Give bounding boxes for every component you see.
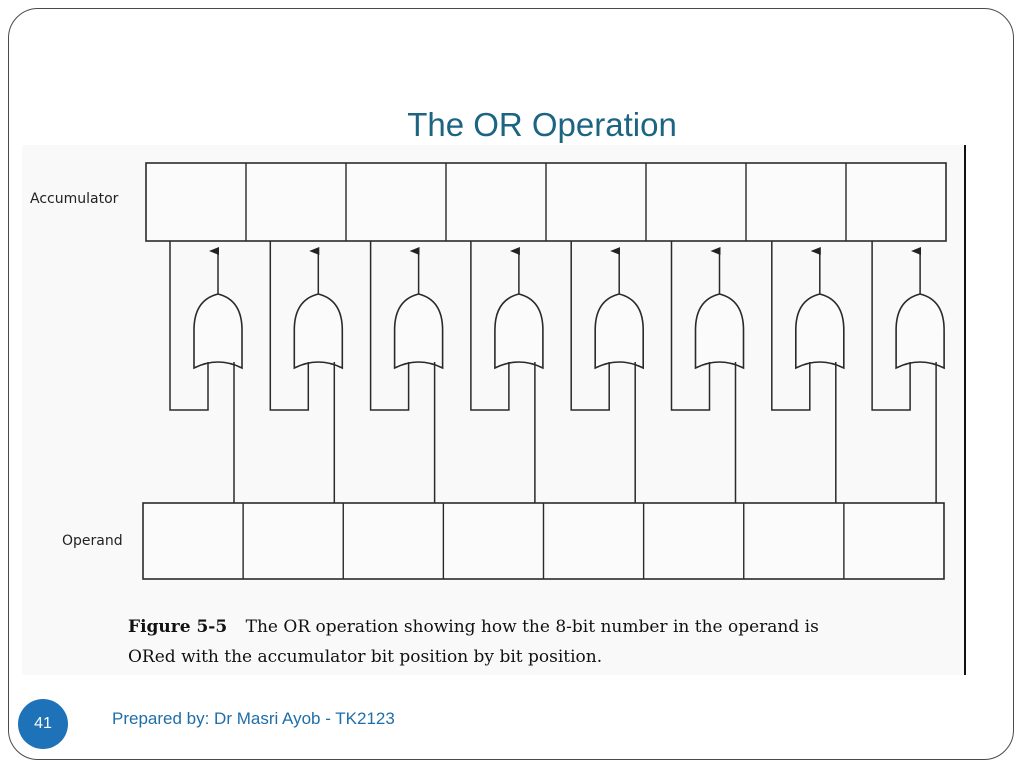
- or-gate-body: [193, 293, 243, 370]
- caption-line1-text: The OR operation showing how the 8-bit n…: [246, 617, 819, 637]
- page-number-badge: 41: [18, 699, 68, 749]
- accumulator-feedback-wire: [369, 241, 410, 411]
- accumulator-feedback-wire: [570, 241, 610, 411]
- operand-label: Operand: [62, 533, 123, 549]
- or-gate-body: [594, 293, 644, 370]
- figure-caption-line2: ORed with the accumulator bit position b…: [128, 647, 602, 667]
- or-gate-body: [795, 293, 845, 370]
- or-gates-row: [169, 241, 945, 503]
- accumulator-register: [145, 162, 947, 242]
- slide-frame: [8, 8, 1014, 760]
- accumulator-feedback-wire: [670, 241, 711, 411]
- or-gate-bit-7: [169, 241, 243, 503]
- or-gate-body: [494, 293, 544, 370]
- or-gate-bit-3: [570, 241, 644, 503]
- footer-credit: Prepared by: Dr Masri Ayob - TK2123: [112, 709, 395, 728]
- or-gate-body: [293, 293, 344, 370]
- or-gate-bit-5: [369, 241, 444, 503]
- accumulator-label: Accumulator: [30, 191, 119, 207]
- or-gate-bit-2: [670, 241, 745, 503]
- accumulator-feedback-wire: [871, 241, 911, 411]
- operand-register: [142, 502, 945, 580]
- or-gate-bit-1: [771, 241, 845, 503]
- or-gate-body: [393, 293, 444, 370]
- accumulator-feedback-wire: [269, 241, 310, 411]
- figure-label: Figure 5-5: [128, 617, 227, 637]
- figure-caption-line1: Figure 5-5 The OR operation showing how …: [128, 617, 819, 637]
- figure-right-rule: [964, 145, 966, 675]
- page-number: 41: [34, 715, 52, 732]
- or-gate-body: [694, 293, 745, 370]
- accumulator-feedback-wire: [169, 241, 209, 411]
- or-gate-bit-6: [269, 241, 344, 503]
- slide-title: The OR Operation: [407, 106, 677, 143]
- accumulator-feedback-wire: [470, 241, 510, 411]
- accumulator-feedback-wire: [771, 241, 811, 411]
- or-gate-body: [895, 293, 945, 370]
- or-gate-bit-4: [470, 241, 544, 503]
- or-gate-bit-0: [871, 241, 945, 503]
